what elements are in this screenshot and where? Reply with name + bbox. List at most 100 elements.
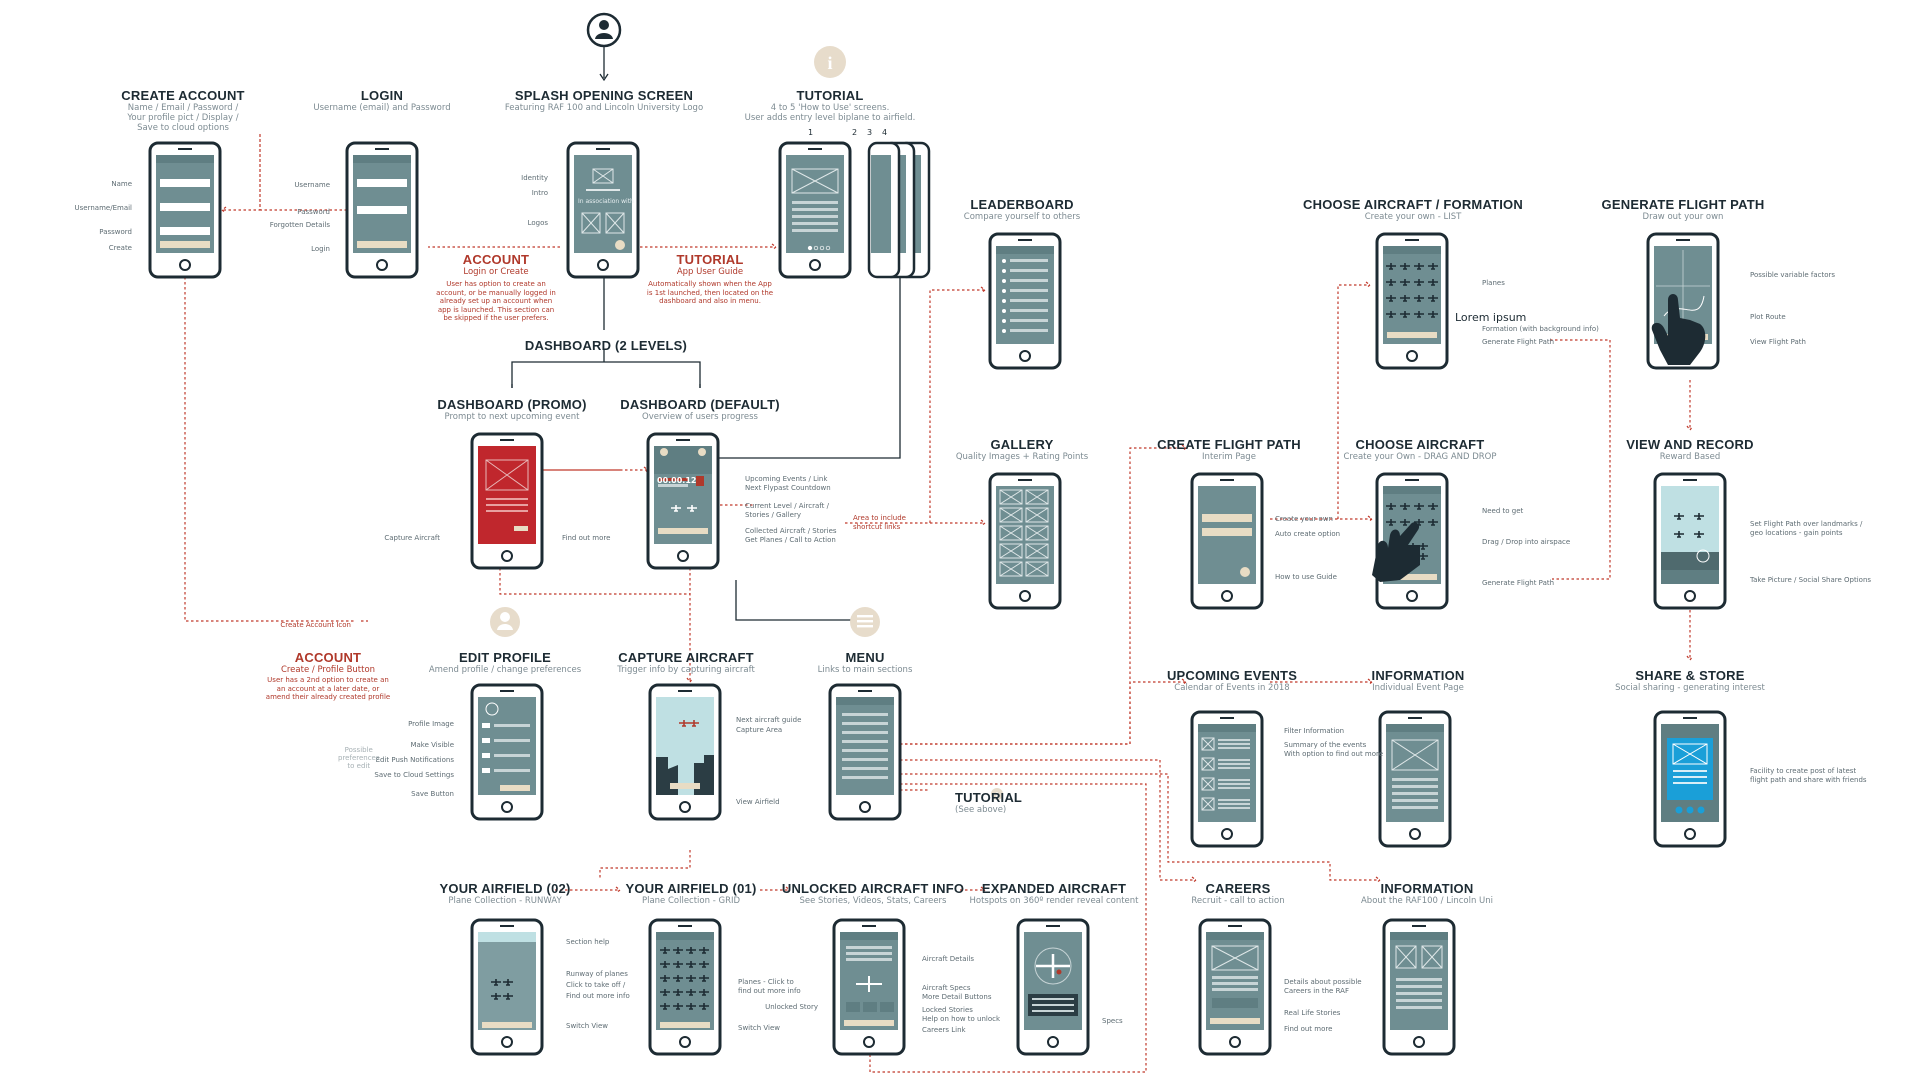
phone-view-record [1653, 472, 1727, 610]
ann: Upcoming Events / Link [745, 475, 828, 483]
ann: Section help [566, 938, 610, 946]
image-placeholder-line [999, 543, 1023, 559]
aircraft-render [856, 976, 882, 992]
connector-arrowhead [980, 886, 986, 894]
structure-line [735, 580, 865, 621]
ann: View Airfield [736, 798, 780, 806]
ann: Save to Cloud Settings [374, 771, 454, 779]
content-line [792, 215, 838, 218]
tutorial-number-4: 4 [882, 128, 888, 137]
speaker [1046, 925, 1060, 927]
dashed-connector [845, 289, 985, 524]
ann: Specs [1102, 1017, 1123, 1025]
home-button [1406, 590, 1418, 602]
ann: flight path and share with friends [1750, 776, 1867, 784]
image-placeholder [999, 543, 1023, 559]
menu-icon-bar [857, 620, 873, 623]
label-view-record: VIEW AND RECORD Reward Based [1626, 437, 1754, 462]
speaker [1220, 479, 1234, 481]
phone-splash [566, 141, 640, 279]
label-tutorial: TUTORIAL 4 to 5 'How to Use' screens. Us… [744, 88, 916, 123]
dashed-connector [900, 681, 1186, 745]
menu-icon-bar [857, 625, 873, 628]
connector-arrowhead [1367, 515, 1373, 523]
ann: Name [111, 180, 132, 188]
user-icon-ring [586, 12, 622, 48]
top-bar [1198, 724, 1256, 732]
plane-icon [1414, 263, 1424, 270]
phone-expanded [1016, 918, 1090, 1056]
image-placeholder [581, 212, 601, 234]
phone-create-path [1190, 472, 1264, 610]
form-field [160, 227, 210, 235]
shortcut-note: shortcut links [853, 523, 901, 531]
home-button [1047, 1036, 1059, 1048]
ann: Real Life Stories [1284, 1009, 1341, 1017]
plane-icon [1400, 263, 1410, 270]
form-field [357, 206, 407, 214]
page-dot [813, 245, 819, 251]
generate-button [1387, 574, 1437, 580]
content-line [486, 510, 528, 512]
avatar [1002, 269, 1006, 273]
connector-arrowhead [1181, 678, 1187, 686]
bottom-bar [1661, 570, 1719, 584]
phone-screen [1383, 246, 1441, 344]
phone-capture [648, 683, 722, 821]
plane-icon [699, 947, 709, 954]
content-line [842, 776, 888, 779]
phone-info-raf [1382, 918, 1456, 1056]
speaker [678, 925, 692, 927]
user-icon [490, 607, 520, 637]
connector-arrowhead [221, 206, 227, 214]
ann: Password [297, 208, 330, 216]
switch-view-button [660, 1022, 710, 1028]
splash-badge [615, 240, 625, 250]
phone-wireframes [148, 141, 1727, 1056]
countdown-text: 00.00.12 [657, 476, 697, 485]
level-bar [658, 478, 688, 481]
plane-icon [1386, 263, 1396, 270]
ann: How to use Guide [1275, 573, 1337, 581]
content-line [1212, 982, 1258, 985]
image-placeholder-line [999, 507, 1023, 523]
story-tile [863, 1002, 877, 1012]
plane-icon [699, 975, 709, 982]
image-placeholder-line [605, 212, 625, 234]
aircraft-render [1036, 954, 1070, 978]
home-button [1019, 590, 1031, 602]
menu-icon-bar [857, 615, 873, 618]
dashed-connector [599, 850, 691, 880]
share-card [1667, 738, 1713, 800]
top-bar [1390, 932, 1448, 940]
save-button [500, 785, 530, 791]
ann: Set Flight Path over landmarks / [1750, 520, 1863, 528]
home-button [1684, 590, 1696, 602]
content-line [1396, 978, 1442, 981]
content-line [1396, 999, 1442, 1002]
diagram-icons: ii [490, 12, 1706, 800]
phone-airfield2 [470, 918, 544, 1056]
label-choose-list: CHOOSE AIRCRAFT / FORMATION Create your … [1303, 197, 1523, 222]
splash-association-text: In association with [578, 198, 634, 205]
info-icon-bg [814, 46, 846, 78]
dashed-connector [1337, 284, 1370, 519]
form-button [160, 241, 210, 248]
info-icon: i [991, 788, 1003, 800]
image-placeholder [999, 561, 1023, 577]
toggle [482, 723, 490, 728]
connector-arrowhead [785, 886, 791, 894]
structure-lines [511, 46, 901, 621]
content-line [1673, 782, 1707, 784]
home-button [1229, 1036, 1241, 1048]
plane-icon [660, 989, 670, 996]
hand-icon [1651, 294, 1706, 365]
content-line [1392, 799, 1438, 802]
content-line [1673, 770, 1707, 772]
user-icon-head [599, 20, 609, 30]
level-bar [658, 484, 688, 487]
rank-line [1010, 329, 1048, 332]
top-bar [996, 246, 1054, 254]
tutorial-icon-small [698, 448, 706, 456]
